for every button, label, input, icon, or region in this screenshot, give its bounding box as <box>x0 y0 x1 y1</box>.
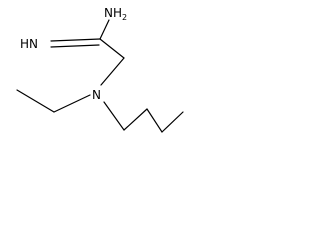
bond-butyl-c2-c3 <box>146 108 163 133</box>
bond-butyl-c3-c4 <box>161 111 184 133</box>
atom-label-amino-nitrogen: N <box>92 88 101 102</box>
atom-label-imine: HN <box>20 37 38 51</box>
bond-c-nh2 <box>99 19 110 40</box>
bond-n-ethyl-ch2 <box>53 94 91 113</box>
bond-c-ch2 <box>99 38 125 59</box>
bond-c-imine-double-a <box>50 38 101 42</box>
bond-ethyl-ch3 <box>16 89 55 113</box>
atom-label-nh2: NH2 <box>104 6 127 22</box>
bond-n-butyl-c1 <box>103 101 125 131</box>
bond-c-imine-double-b <box>50 44 100 48</box>
bond-ch2-n <box>100 57 125 86</box>
chemical-structure: NH2 HN N <box>16 6 184 133</box>
bonds <box>16 19 184 133</box>
bond-butyl-c1-c2 <box>123 108 148 131</box>
